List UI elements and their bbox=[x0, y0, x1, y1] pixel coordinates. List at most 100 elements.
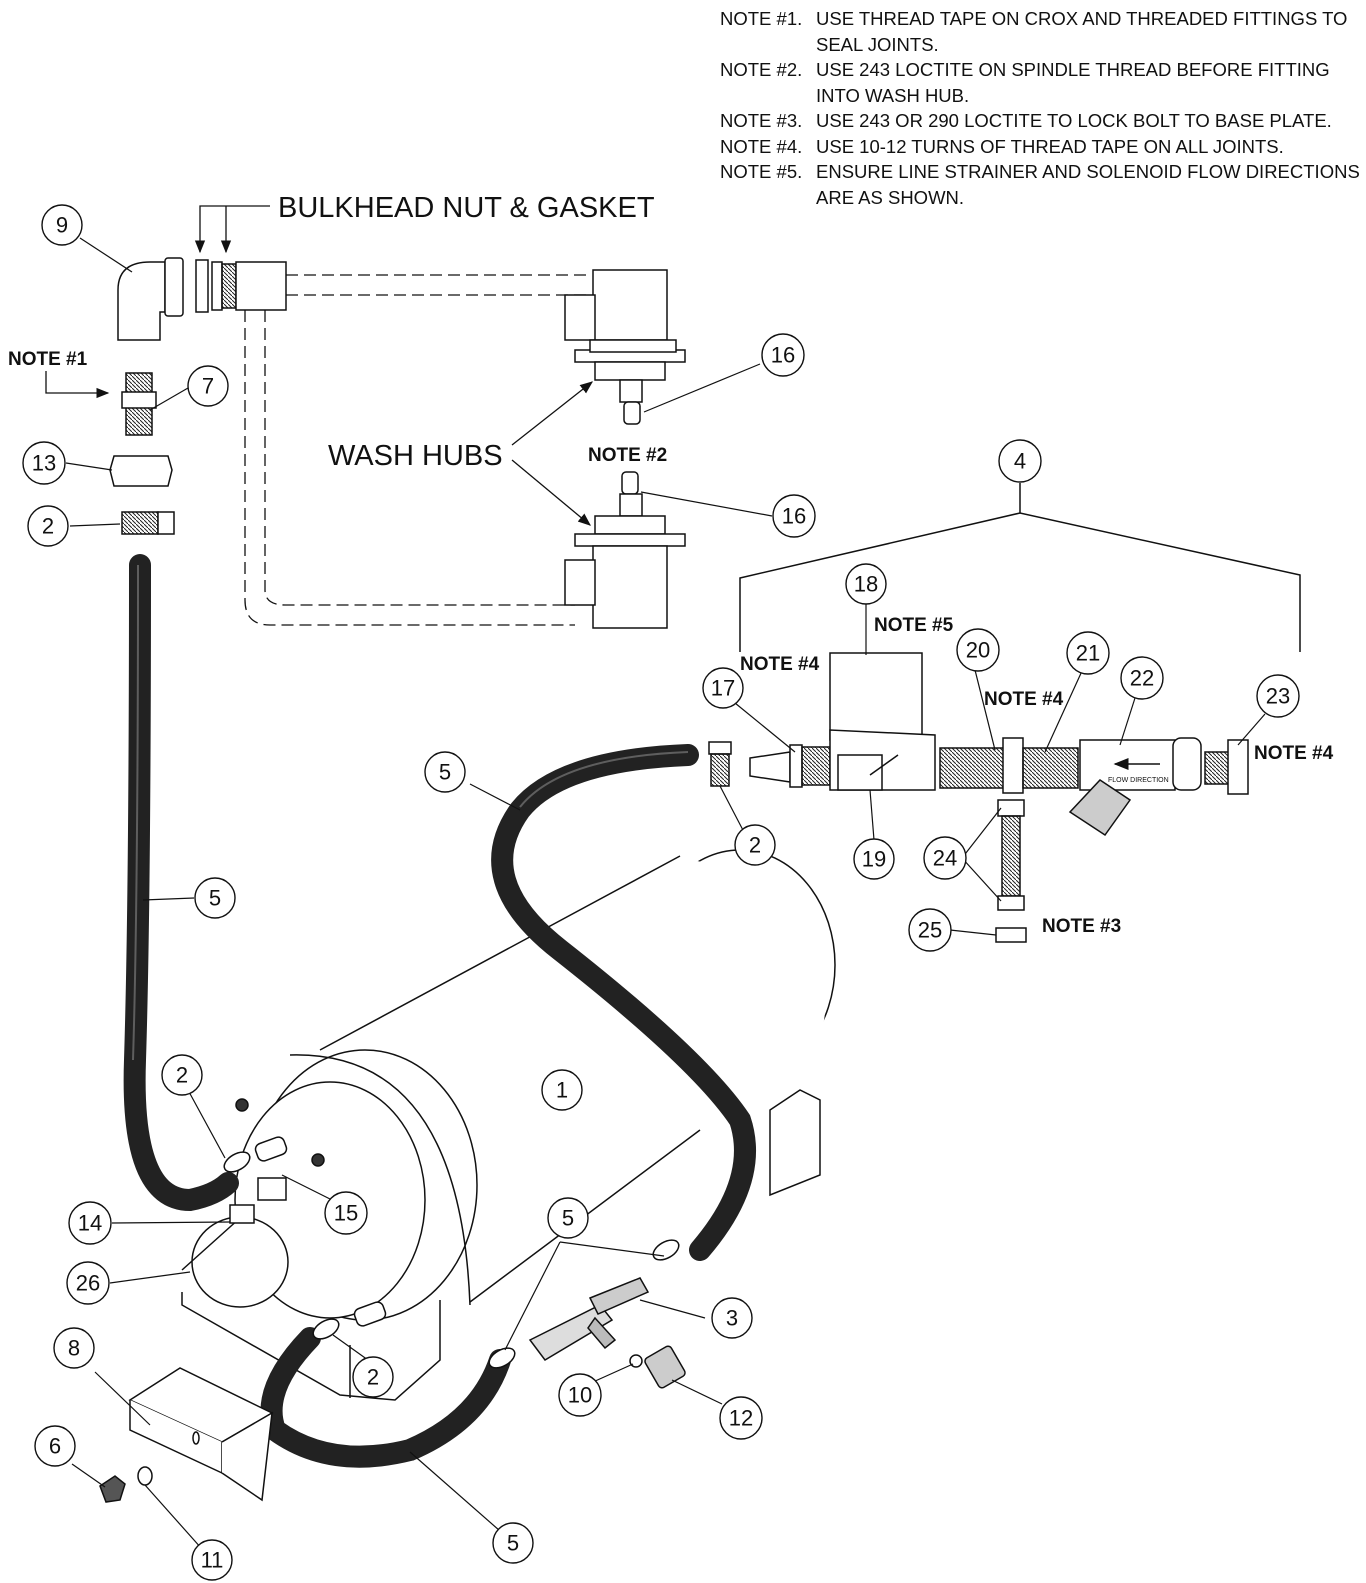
callout-1: 1 bbox=[541, 1069, 583, 1111]
svg-text:10: 10 bbox=[568, 1383, 592, 1408]
note3-label: NOTE #3 bbox=[1042, 916, 1121, 937]
svg-text:2: 2 bbox=[367, 1365, 379, 1390]
mounting-bracket bbox=[99, 1367, 274, 1503]
callout-15: 15 bbox=[324, 1191, 368, 1235]
callout-19: 19 bbox=[853, 838, 895, 880]
note4-label-b: NOTE #4 bbox=[984, 689, 1064, 710]
note-id: NOTE #4. bbox=[720, 135, 803, 157]
note-row-5: NOTE #5. ENSURE LINE STRAINER AND SOLENO… bbox=[720, 159, 1360, 210]
note-text: USE THREAD TAPE ON CROX AND THREADED FIT… bbox=[816, 8, 1348, 55]
svg-text:8: 8 bbox=[68, 1336, 80, 1361]
note-id: NOTE #3. bbox=[720, 110, 803, 131]
note-text: USE 10-12 TURNS OF THREAD TAPE ON ALL JO… bbox=[816, 135, 1284, 157]
svg-text:25: 25 bbox=[918, 918, 942, 943]
svg-text:17: 17 bbox=[711, 676, 735, 701]
svg-text:2: 2 bbox=[749, 833, 761, 858]
callout-6: 6 bbox=[34, 1425, 76, 1467]
note2-label: NOTE #2 bbox=[588, 445, 667, 466]
svg-text:5: 5 bbox=[507, 1531, 519, 1556]
svg-text:16: 16 bbox=[771, 343, 795, 368]
assembly-bracket-4 bbox=[739, 483, 1301, 652]
hoses bbox=[123, 554, 756, 1468]
svg-text:20: 20 bbox=[966, 638, 990, 663]
svg-text:21: 21 bbox=[1076, 641, 1100, 666]
flow-direction-label: FLOW DIRECTION bbox=[1108, 777, 1169, 784]
note-id: NOTE #1. bbox=[720, 8, 803, 29]
note-row-1: NOTE #1. USE THREAD TAPE ON CROX AND THR… bbox=[720, 6, 1360, 57]
bulkhead-fittings bbox=[109, 257, 287, 535]
callout-16-lower: 16 bbox=[772, 494, 816, 538]
note5-label: NOTE #5 bbox=[874, 615, 954, 636]
note4-label-c: NOTE #4 bbox=[1254, 743, 1334, 764]
svg-text:6: 6 bbox=[49, 1434, 61, 1459]
note-row-3: NOTE #3. USE 243 OR 290 LOCTITE TO LOCK … bbox=[720, 108, 1360, 134]
note-id: NOTE #2. bbox=[720, 59, 803, 80]
callout-2-tank-top: 2 bbox=[161, 1054, 203, 1096]
callout-24: 24 bbox=[923, 836, 967, 880]
callout-20: 20 bbox=[956, 628, 1000, 672]
svg-text:2: 2 bbox=[42, 514, 54, 539]
callout-16-upper: 16 bbox=[761, 333, 805, 377]
callout-5-bottom: 5 bbox=[492, 1522, 534, 1564]
callout-11: 11 bbox=[191, 1539, 233, 1581]
callouts: 9 7 13 2 16 16 4 18 17 20 21 22 23 5 2 1… bbox=[22, 204, 1300, 1581]
callout-3: 3 bbox=[711, 1297, 753, 1339]
svg-text:13: 13 bbox=[32, 451, 56, 476]
callout-10: 10 bbox=[558, 1373, 602, 1417]
leader-lines bbox=[65, 237, 1266, 1559]
svg-text:9: 9 bbox=[56, 213, 68, 238]
callout-2-top: 2 bbox=[27, 505, 69, 547]
callout-22: 22 bbox=[1120, 656, 1164, 700]
note-row-4: NOTE #4. USE 10-12 TURNS OF THREAD TAPE … bbox=[720, 134, 1360, 160]
svg-text:5: 5 bbox=[439, 760, 451, 785]
callout-2-tank-bottom: 2 bbox=[352, 1356, 394, 1398]
callout-14: 14 bbox=[68, 1201, 112, 1245]
svg-text:22: 22 bbox=[1130, 666, 1154, 691]
svg-text:23: 23 bbox=[1266, 684, 1290, 709]
wash-hub-lower bbox=[564, 471, 686, 629]
svg-text:11: 11 bbox=[201, 1548, 224, 1573]
svg-text:19: 19 bbox=[862, 847, 886, 872]
svg-text:26: 26 bbox=[76, 1271, 100, 1296]
callout-26: 26 bbox=[66, 1261, 110, 1305]
bulkhead-label: BULKHEAD NUT & GASKET bbox=[278, 192, 655, 224]
svg-text:5: 5 bbox=[209, 886, 221, 911]
hose-clamps bbox=[223, 1151, 680, 1369]
callout-5-right: 5 bbox=[547, 1197, 589, 1239]
note4-label-a: NOTE #4 bbox=[740, 654, 820, 675]
svg-text:18: 18 bbox=[854, 572, 878, 597]
annotation-arrows bbox=[45, 205, 594, 526]
svg-text:16: 16 bbox=[782, 504, 806, 529]
svg-text:24: 24 bbox=[933, 846, 957, 871]
note-row-2: NOTE #2. USE 243 LOCTITE ON SPINDLE THRE… bbox=[720, 57, 1360, 108]
callout-23: 23 bbox=[1256, 674, 1300, 718]
callout-5-left: 5 bbox=[194, 877, 236, 919]
assembly-notes: NOTE #1. USE THREAD TAPE ON CROX AND THR… bbox=[720, 6, 1360, 210]
callout-18: 18 bbox=[845, 563, 887, 605]
svg-text:4: 4 bbox=[1014, 449, 1026, 474]
svg-text:15: 15 bbox=[334, 1201, 358, 1226]
svg-text:14: 14 bbox=[78, 1211, 102, 1236]
dashed-supply-lines bbox=[244, 274, 592, 626]
svg-text:2: 2 bbox=[176, 1063, 188, 1088]
callout-4: 4 bbox=[998, 439, 1042, 483]
callout-9: 9 bbox=[41, 204, 83, 246]
tee-fitting bbox=[528, 1277, 686, 1389]
svg-text:12: 12 bbox=[729, 1406, 753, 1431]
wash-hubs-label: WASH HUBS bbox=[328, 440, 503, 472]
callout-12: 12 bbox=[719, 1396, 763, 1440]
svg-text:1: 1 bbox=[556, 1078, 568, 1103]
hose-bottom bbox=[260, 1327, 511, 1468]
callout-21: 21 bbox=[1066, 631, 1110, 675]
svg-text:5: 5 bbox=[562, 1206, 574, 1231]
callout-25: 25 bbox=[908, 908, 952, 952]
hose-s-curve bbox=[491, 744, 756, 1261]
callout-17: 17 bbox=[702, 667, 744, 709]
svg-text:3: 3 bbox=[726, 1306, 738, 1331]
hose-left bbox=[123, 554, 239, 1212]
callout-13: 13 bbox=[22, 441, 66, 485]
callout-7: 7 bbox=[187, 365, 229, 407]
note-text: USE 243 LOCTITE ON SPINDLE THREAD BEFORE… bbox=[816, 59, 1330, 106]
callout-2-solenoid: 2 bbox=[734, 824, 776, 866]
